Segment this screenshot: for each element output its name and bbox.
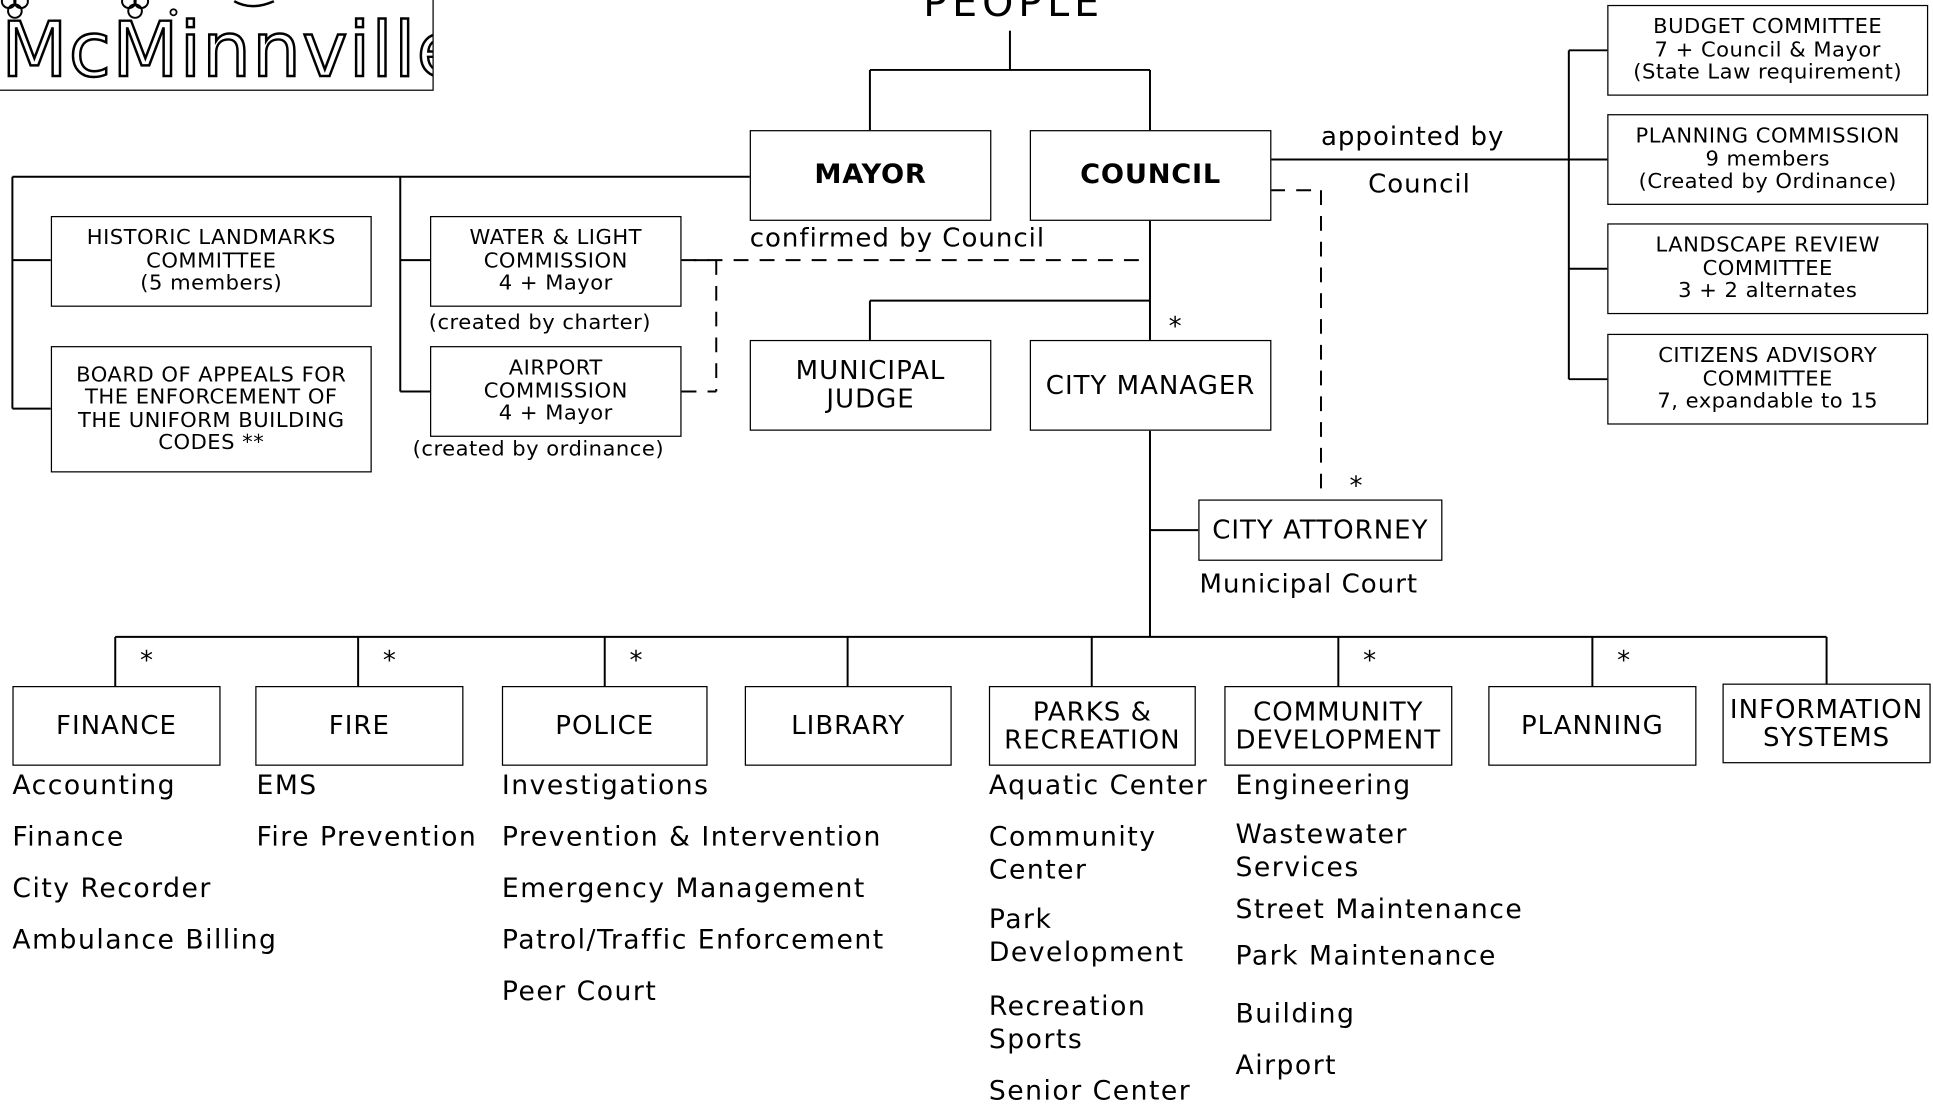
appointed-by-label: appointed by — [1320, 121, 1505, 151]
list-item: Prevention & Intervention — [501, 822, 882, 853]
mcminnville-logo: McMinnville — [0, 0, 434, 91]
list-item: Accounting — [12, 770, 177, 802]
city-attorney-asterisk: * — [1349, 471, 1364, 501]
appointed-by-council-label: Council — [1368, 169, 1471, 199]
list-item: Recreation Sports — [988, 991, 1147, 1056]
list-item: Investigations — [501, 770, 710, 802]
information-systems-department-box: INFORMATION SYSTEMS — [1722, 683, 1931, 764]
municipal-judge-box: MUNICIPAL JUDGE — [749, 339, 992, 431]
mayor-box: MAYOR — [749, 130, 992, 221]
list-item: Fire Prevention — [256, 822, 478, 853]
svg-text:McMinnville: McMinnville — [1, 6, 433, 90]
list-item: Peer Court — [501, 976, 658, 1008]
fire-asterisk: * — [382, 645, 397, 675]
library-department-box: LIBRARY — [744, 686, 952, 766]
community-development-department-box: COMMUNITY DEVELOPMENT — [1224, 686, 1453, 766]
city-manager-asterisk: * — [1168, 311, 1183, 342]
council-box: COUNCIL — [1029, 130, 1272, 221]
planning-department-box: PLANNING — [1488, 686, 1697, 766]
list-item: Building — [1235, 998, 1356, 1030]
board-of-appeals-box: BOARD OF APPEALS FOR THE ENFORCEMENT OF … — [50, 346, 372, 473]
fire-department-box: FIRE — [255, 686, 464, 766]
list-item: Ambulance Billing — [12, 925, 278, 956]
water-light-commission-box: WATER & LIGHT COMMISSION 4 + Mayor — [430, 215, 682, 307]
list-item: Emergency Management — [501, 873, 866, 905]
list-item: Airport — [1235, 1050, 1338, 1082]
list-item: Engineering — [1235, 770, 1412, 802]
landscape-review-committee-box: LANDSCAPE REVIEW COMMITTEE 3 + 2 alterna… — [1607, 223, 1929, 315]
list-item: Park Maintenance — [1235, 941, 1497, 972]
planning-commission-box: PLANNING COMMISSION 9 members (Created b… — [1607, 114, 1929, 205]
airport-commission-note: (created by ordinance) — [412, 436, 665, 462]
city-attorney-box: CITY ATTORNEY — [1198, 499, 1443, 561]
planning-asterisk: * — [1617, 645, 1632, 675]
budget-committee-box: BUDGET COMMITTEE 7 + Council & Mayor (St… — [1607, 4, 1929, 96]
police-department-box: POLICE — [501, 686, 708, 766]
finance-department-box: FINANCE — [12, 686, 221, 766]
confirmed-by-council-label: confirmed by Council — [749, 223, 1046, 253]
list-item: City Recorder — [12, 873, 212, 905]
airport-commission-box: AIRPORT COMMISSION 4 + Mayor — [430, 346, 682, 437]
list-item: Patrol/Traffic Enforcement — [501, 925, 885, 956]
list-item: Senior Center — [988, 1076, 1192, 1107]
city-manager-box: CITY MANAGER — [1029, 339, 1272, 431]
list-item: Aquatic Center — [988, 770, 1209, 802]
list-item: Park Development — [988, 904, 1185, 969]
list-item: EMS — [256, 770, 318, 802]
parks-recreation-department-box: PARKS & RECREATION — [988, 686, 1196, 766]
list-item: Community Center — [988, 822, 1157, 887]
people-label: PEOPLE — [923, 0, 1105, 26]
finance-asterisk: * — [140, 645, 155, 675]
list-item: Street Maintenance — [1235, 894, 1524, 926]
community-development-asterisk: * — [1363, 645, 1378, 675]
logo-grapes-icon: McMinnville — [0, 0, 433, 90]
historic-landmarks-committee-box: HISTORIC LANDMARKS COMMITTEE (5 members) — [50, 215, 372, 307]
list-item: Finance — [12, 822, 125, 853]
water-light-commission-note: (created by charter) — [428, 310, 651, 336]
police-asterisk: * — [629, 645, 644, 675]
citizens-advisory-committee-box: CITIZENS ADVISORY COMMITTEE 7, expandabl… — [1607, 333, 1929, 425]
municipal-court-label: Municipal Court — [1199, 569, 1419, 599]
list-item: Wastewater Services — [1235, 819, 1408, 884]
